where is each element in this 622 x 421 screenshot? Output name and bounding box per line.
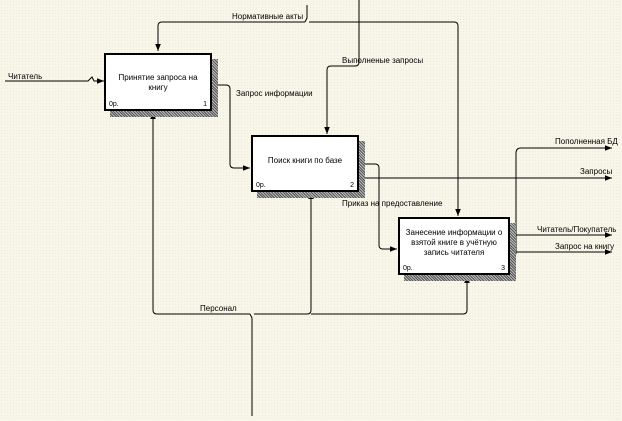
activity-3-title: Занесение информации о взятой книге в уч… — [405, 228, 503, 257]
label-reader-input: Читатель — [8, 72, 43, 81]
arrow-info-request[interactable] — [212, 84, 250, 171]
activity-1-number: 1 — [203, 101, 207, 108]
label-personnel: Персонал — [200, 304, 237, 313]
arrow-completed-requests[interactable] — [324, 0, 360, 134]
label-requests: Запросы — [580, 167, 613, 176]
label-completed-requests: Выполненые запросы — [342, 56, 424, 65]
arrow-norms-stub[interactable] — [304, 5, 308, 23]
arrow-personnel-to-a1[interactable] — [150, 112, 250, 315]
arrow-personnel-to-a3[interactable] — [311, 276, 470, 315]
activity-2-title: Поиск книги по базе — [267, 156, 343, 165]
activity-3-cost: 0р. — [403, 265, 413, 272]
activity-3[interactable]: Занесение информации о взятой книге в уч… — [398, 217, 510, 275]
label-reader-buyer: Читатель/Покупатель — [537, 225, 617, 234]
activity-3-number: 3 — [501, 265, 505, 272]
label-updated-db: Пополненная БД — [555, 137, 618, 146]
label-book-request: Запрос на книгу — [555, 242, 615, 251]
activity-2[interactable]: Поиск книги по базе 0р. 2 — [251, 135, 359, 192]
label-info-request: Запрос информации — [236, 89, 313, 98]
activity-2-cost: 0р. — [256, 182, 266, 189]
label-norms: Нормативные акты — [232, 12, 304, 21]
arrow-reader-input[interactable] — [5, 76, 104, 84]
activity-1-title: Принятие запроса на книгу — [118, 73, 198, 92]
arrow-personnel-to-a2[interactable] — [254, 192, 314, 315]
activity-2-number: 2 — [350, 182, 354, 189]
arrow-norms-to-a3[interactable] — [309, 21, 461, 216]
arrow-grant-order[interactable] — [358, 163, 397, 252]
arrow-norms-to-a1[interactable] — [155, 21, 305, 51]
arrow-personnel-stub[interactable] — [249, 313, 253, 416]
label-grant-order: Приказ на предоставление — [342, 199, 443, 208]
activity-1[interactable]: Принятие запроса на книгу 0р. 1 — [104, 53, 212, 111]
activity-1-cost: 0р. — [109, 101, 119, 108]
